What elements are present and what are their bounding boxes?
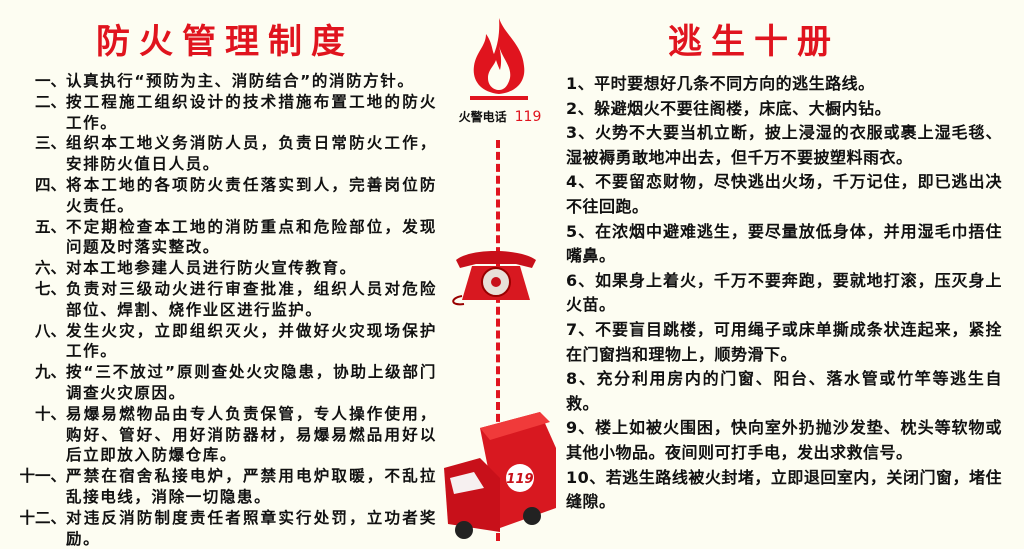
rule-item: 九、按“三不放过”原则查处火灾隐患，协助上级部门调查火灾原因。 (12, 362, 440, 404)
rule-number: 四、 (34, 175, 66, 194)
escape-tips-list: 1、平时要想好几条不同方向的逃生路线。 2、躲避烟火不要往阁楼，床底、大橱内钻。 3… (566, 72, 1002, 515)
rule-number: 十一、 (19, 467, 66, 486)
rule-item: 五、不定期检查本工地的消防重点和危险部位，发现问题及时落实整改。 (12, 217, 440, 259)
rule-number: 三、 (34, 134, 66, 153)
rule-text: 严禁在宿舍私接电炉，严禁用电炉取暖，不乱拉乱接电线，消除一切隐患。 (66, 467, 437, 506)
center-divider-column: 火警电话 119 119 (440, 0, 560, 541)
escape-tip: 5、在浓烟中避难逃生，要尽量放低身体，并用湿毛巾捂住嘴鼻。 (566, 221, 1002, 266)
rule-text: 负责对三级动火进行审查批准，组织人员对危险部位、焊割、烧作业区进行监护。 (66, 279, 437, 319)
left-title: 防火管理制度 (96, 22, 354, 62)
telephone-icon (452, 251, 536, 306)
rule-text: 认真执行“预防为主、消防结合”的消防方针。 (66, 72, 415, 90)
fire-hotline-number: 119 (514, 109, 542, 125)
rule-item: 六、对本工地参建人员进行防火宣传教育。 (12, 258, 440, 279)
rule-item: 八、发生火灾，立即组织灭火，并做好火灾现场保护工作。 (12, 321, 440, 363)
rule-item: 十、易爆易燃物品由专人负责保管，专人操作使用，购好、管好、用好消防器材，易爆易燃… (12, 404, 440, 466)
rule-number: 六、 (34, 259, 66, 278)
rule-item: 四、将本工地的各项防火责任落实到人，完善岗位防火责任。 (12, 175, 440, 217)
escape-tip: 4、不要留恋财物，尽快逃出火场，千万记住，即已逃出决不往回跑。 (566, 172, 1002, 216)
rule-text: 不定期检查本工地的消防重点和危险部位，发现问题及时落实整改。 (66, 217, 437, 257)
rule-number: 十、 (34, 404, 66, 423)
rule-number: 九、 (34, 363, 66, 382)
fire-management-rules-list: 一、认真执行“预防为主、消防结合”的消防方针。二、按工程施工组织设计的技术措施布… (12, 71, 440, 549)
right-title: 逃生十册 (668, 22, 840, 62)
escape-tip: 2、躲避烟火不要往阁楼，床底、大橱内钻。 (566, 98, 892, 118)
rule-text: 易爆易燃物品由专人负责保管，专人操作使用，购好、管好、用好消防器材，易爆易燃品用… (66, 404, 437, 465)
rule-number: 一、 (34, 72, 66, 90)
rule-item: 十二、对违反消防制度责任者照章实行处罚，立功者奖励。 (12, 508, 440, 549)
rule-item: 三、组织本工地义务消防人员，负责日常防火工作，安排防火值日人员。 (12, 133, 440, 175)
rule-text: 组织本工地义务消防人员，负责日常防火工作，安排防火值日人员。 (66, 134, 437, 174)
fire-hotline-label: 火警电话 (458, 110, 507, 124)
fire-hotline: 火警电话 119 (440, 108, 560, 125)
escape-tip: 7、不要盲目跳楼，可用绳子或床单撕成条状连起来，紧拴在门窗挡和理物上，顺势滑下。 (566, 319, 1002, 364)
dashed-divider (496, 140, 500, 541)
escape-tip: 3、火势不大要当机立断，披上浸湿的衣服或裹上湿毛毯、湿被褥勇敢地冲出去，但千万不… (566, 123, 1002, 167)
rule-number: 七、 (34, 279, 66, 298)
rule-number: 五、 (34, 217, 66, 236)
rule-text: 发生火灾，立即组织灭火，并做好火灾现场保护工作。 (66, 321, 437, 361)
rule-item: 十一、严禁在宿舍私接电炉，严禁用电炉取暖，不乱拉乱接电线，消除一切隐患。 (12, 466, 440, 508)
rule-text: 对违反消防制度责任者照章实行处罚，立功者奖励。 (66, 508, 437, 548)
truck-number: 119 (506, 472, 533, 487)
escape-tip: 8、充分利用房内的门窗、阳台、落水管或竹竿等逃生自救。 (566, 369, 1002, 413)
rule-number: 十二、 (19, 508, 66, 527)
rule-text: 按“三不放过”原则查处火灾隐患，协助上级部门调查火灾原因。 (66, 363, 437, 402)
rule-item: 二、按工程施工组织设计的技术措施布置工地的防火工作。 (12, 92, 440, 134)
flame-icon (470, 18, 528, 100)
rule-number: 八、 (34, 321, 66, 340)
rule-item: 一、认真执行“预防为主、消防结合”的消防方针。 (12, 71, 440, 92)
escape-tip: 10、若逃生路线被火封堵，立即退回室内，关闭门窗，堵住缝隙。 (566, 467, 1002, 512)
rule-number: 二、 (34, 92, 66, 111)
escape-tip: 9、楼上如被火围困，快向室外扔抛沙发垫、枕头等软物或其他小物品。夜间则可打手电，… (566, 418, 1002, 462)
fire-truck-icon: 119 (444, 412, 556, 539)
rule-text: 将本工地的各项防火责任落实到人，完善岗位防火责任。 (66, 175, 437, 215)
escape-tip: 6、如果身上着火，千万不要奔跑，要就地打滚，压灭身上火苗。 (566, 270, 1002, 315)
rule-text: 按工程施工组织设计的技术措施布置工地的防火工作。 (66, 92, 437, 132)
rule-text: 对本工地参建人员进行防火宣传教育。 (66, 259, 357, 278)
escape-tip: 1、平时要想好几条不同方向的逃生路线。 (566, 74, 875, 93)
rule-item: 七、负责对三级动火进行审查批准，组织人员对危险部位、焊割、烧作业区进行监护。 (12, 279, 440, 321)
